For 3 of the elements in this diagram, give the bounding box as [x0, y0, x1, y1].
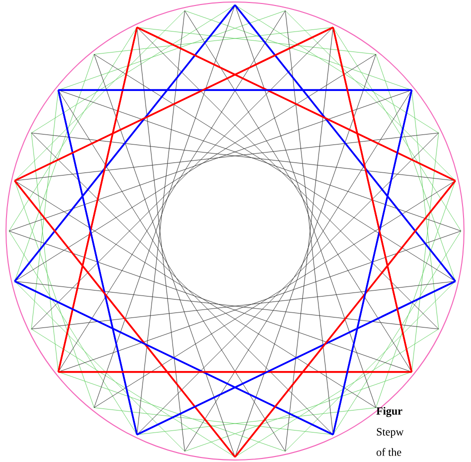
caption-text: Stepw: [376, 428, 404, 438]
caption-text: of the: [376, 448, 402, 456]
caption-text: Figur: [376, 406, 402, 418]
